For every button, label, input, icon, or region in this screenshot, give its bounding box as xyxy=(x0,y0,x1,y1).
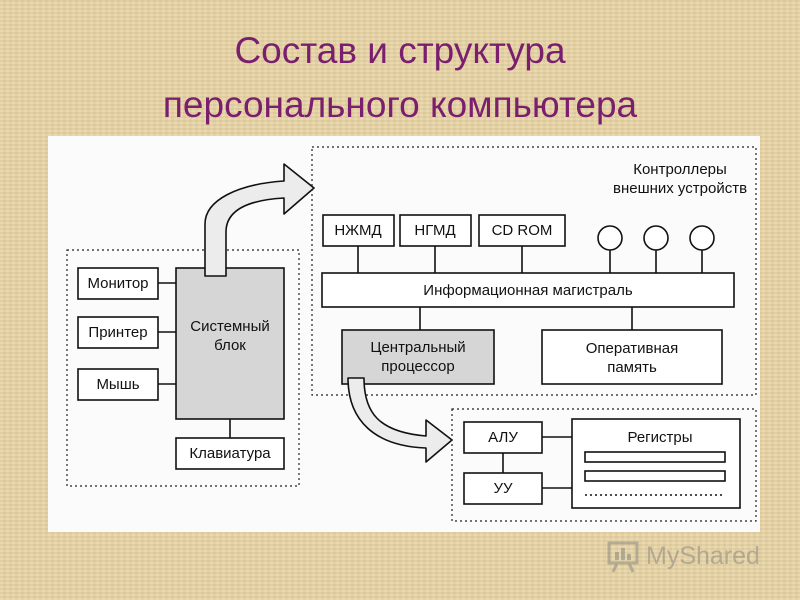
registers-box xyxy=(571,418,741,509)
ram-box xyxy=(541,329,723,385)
system-unit-detail-group xyxy=(311,146,757,396)
diagram-panel: Монитор Принтер Мышь Системный блок Клав… xyxy=(48,136,760,532)
slide-title-line-2: персонального компьютера xyxy=(162,84,638,125)
fdd-box xyxy=(399,214,472,247)
keyboard-label: Клавиатура xyxy=(189,445,271,462)
keyboard-box xyxy=(175,437,285,470)
cpu-detail-group xyxy=(451,408,757,522)
system-bus-label: Информационная магистраль xyxy=(423,282,633,299)
pc-structure-diagram: Монитор Принтер Мышь Системный блок Клав… xyxy=(66,146,757,522)
system-bus-box xyxy=(321,272,735,308)
ram-label-2: память xyxy=(607,359,657,376)
presentation-board-icon xyxy=(607,541,639,573)
registers-label: Регистры xyxy=(627,429,692,446)
controllers-label-1: Контроллеры xyxy=(633,161,727,178)
alu-label: АЛУ xyxy=(488,429,518,446)
cpu-box xyxy=(341,329,495,385)
watermark-text: MyShared xyxy=(646,541,760,570)
monitor-label: Монитор xyxy=(87,275,148,292)
controllers-label-2: внешних устройств xyxy=(613,180,747,197)
input-output-group xyxy=(66,249,300,487)
slide-title-line-1: Состав и структура xyxy=(234,30,566,71)
register-row-2 xyxy=(584,470,726,482)
controller-port-1 xyxy=(597,225,623,251)
system-unit-label-1: Системный xyxy=(190,318,270,335)
printer-label: Принтер xyxy=(88,324,147,341)
ram-label-1: Оперативная xyxy=(586,340,678,357)
controller-port-3 xyxy=(689,225,715,251)
fdd-label: НГМД xyxy=(414,222,455,239)
cdrom-box xyxy=(478,214,566,247)
cpu-label-2: процессор xyxy=(381,358,454,375)
monitor-box xyxy=(77,267,159,300)
hdd-label: НЖМД xyxy=(334,222,381,239)
controller-port-2 xyxy=(643,225,669,251)
cpu-label-1: Центральный xyxy=(370,339,465,356)
hdd-box xyxy=(322,214,395,247)
expand-arrow-cpu xyxy=(347,377,453,463)
cdrom-label: CD ROM xyxy=(492,222,553,239)
system-unit-box xyxy=(175,267,285,420)
control-unit-label: УУ xyxy=(493,480,513,497)
expand-arrow-system-unit xyxy=(204,163,315,277)
register-row-1 xyxy=(584,451,726,463)
system-unit-label-2: блок xyxy=(214,337,246,354)
mouse-label: Мышь xyxy=(96,376,139,393)
watermark: MyShared xyxy=(606,538,760,574)
control-unit-box xyxy=(463,472,543,505)
